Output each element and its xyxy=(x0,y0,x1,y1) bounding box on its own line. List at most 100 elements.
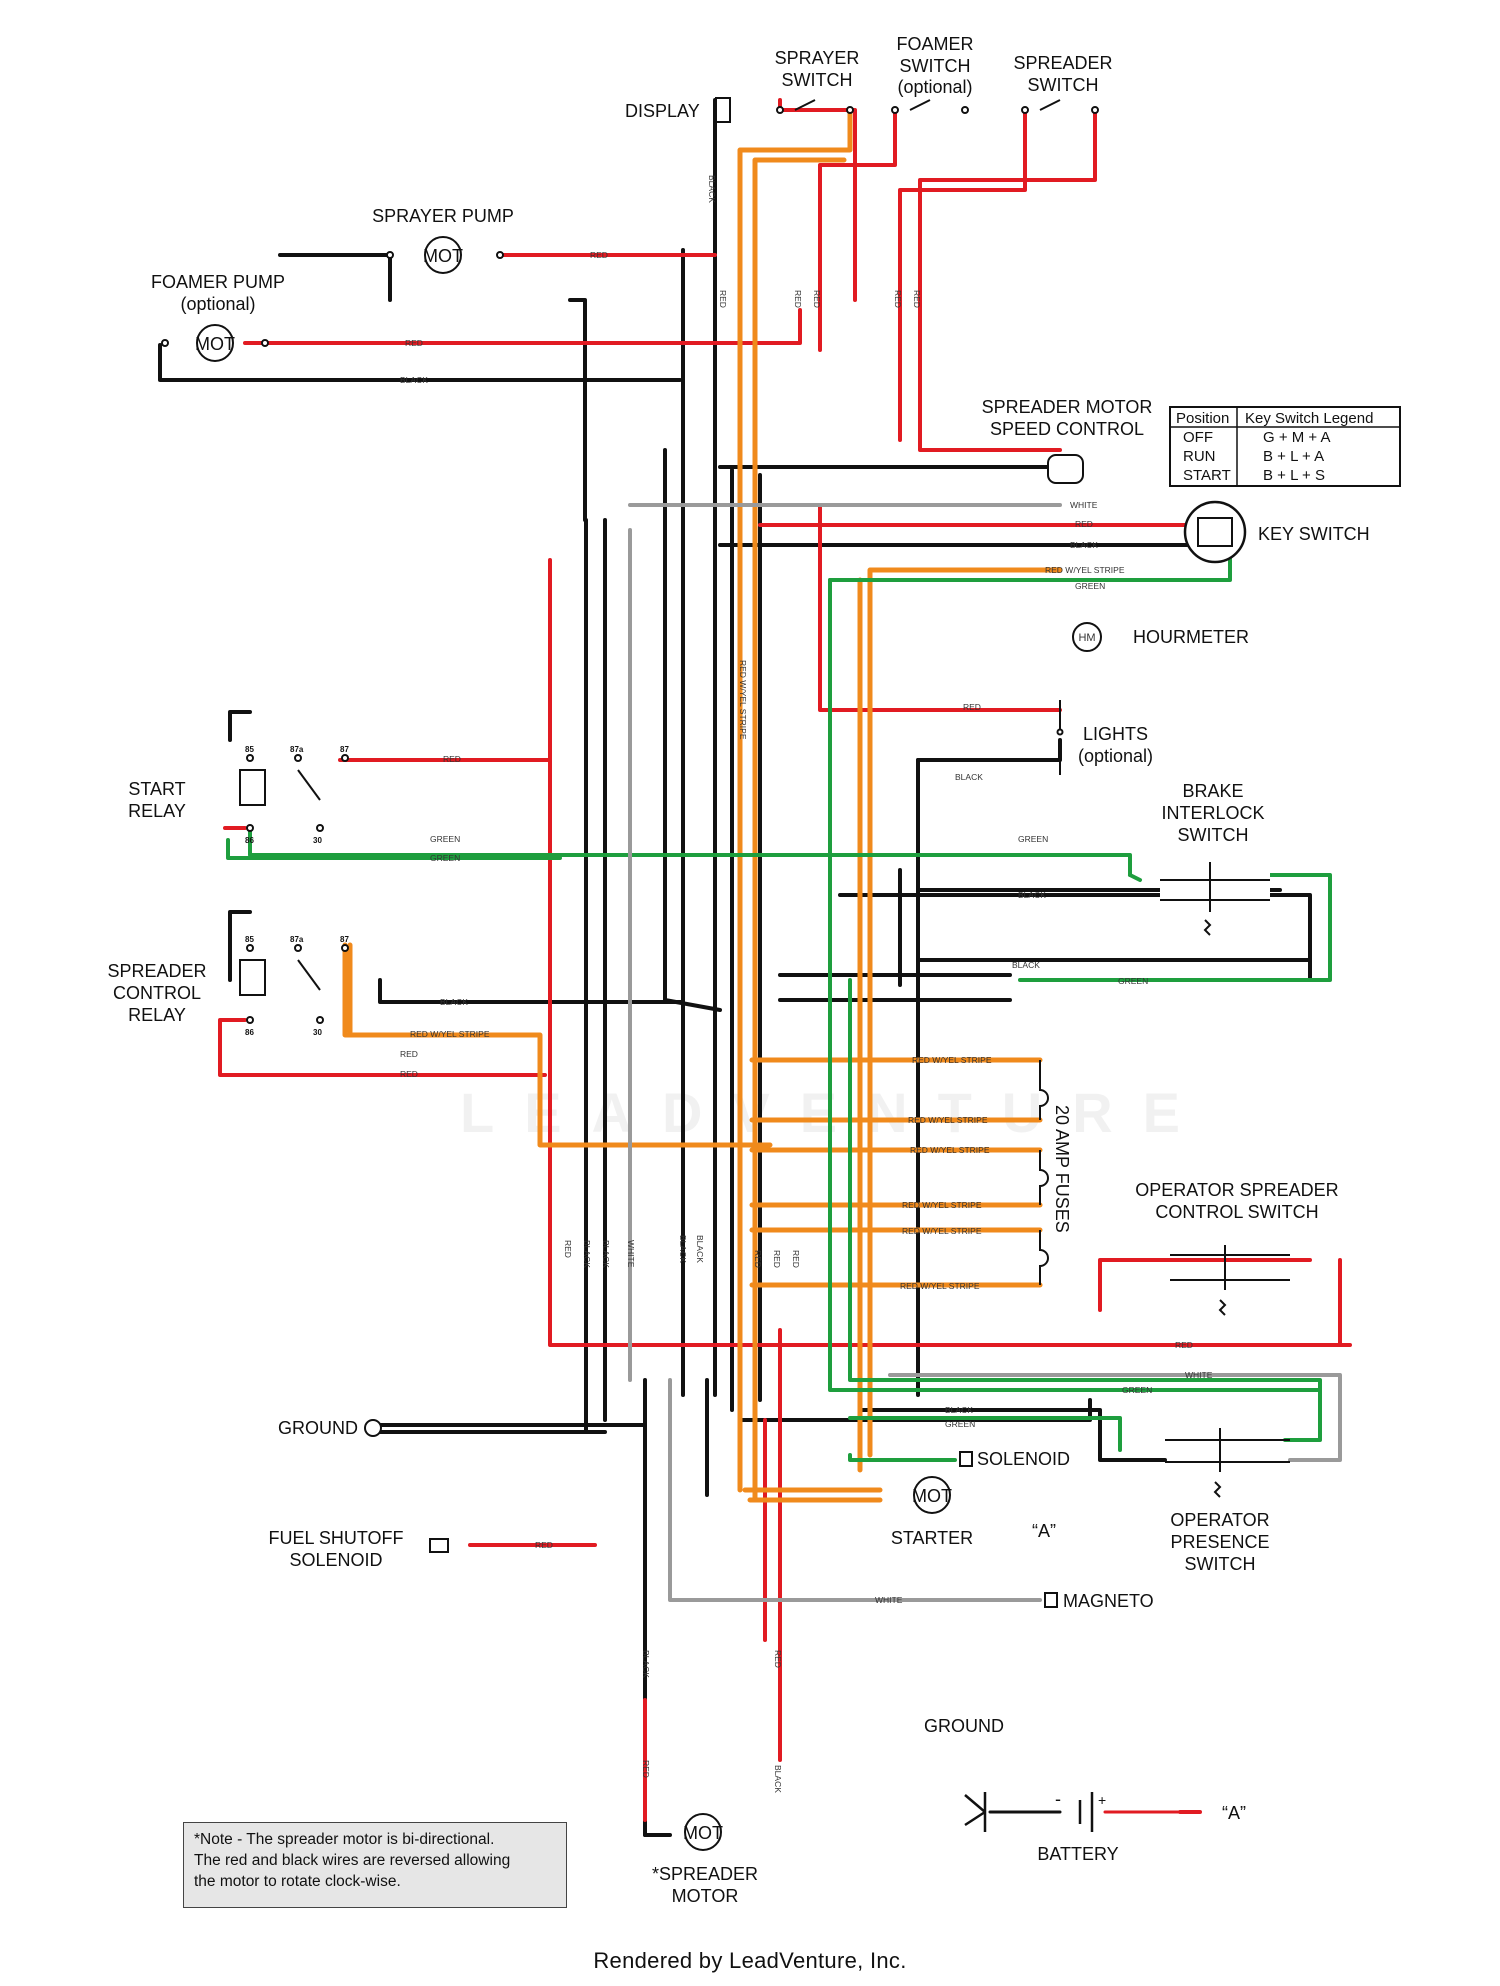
sprayer-switch-label-1: SPRAYER xyxy=(775,48,860,68)
spreader-relay-pin: 86 xyxy=(245,1028,254,1037)
fuel-shutoff-connector xyxy=(429,1538,449,1553)
speed-control-label-2: SPEED CONTROL xyxy=(990,419,1144,439)
white-wires xyxy=(628,503,1342,1602)
svg-text:RED: RED xyxy=(563,1240,573,1258)
legend-row-position: START xyxy=(1183,467,1231,484)
start-relay-pin: 87 xyxy=(340,745,349,754)
hourmeter-symbol: HM xyxy=(1072,622,1102,652)
spreader-relay-label-3: RELAY xyxy=(128,1005,186,1025)
display-label: DISPLAY xyxy=(625,101,700,121)
watermark: LEADVENTURE xyxy=(460,1081,1211,1144)
spreader-relay-label-2: CONTROL xyxy=(113,983,201,1003)
svg-text:MOT: MOT xyxy=(912,1486,952,1506)
start-relay-pin: 30 xyxy=(313,836,322,845)
start-relay-label-1: START xyxy=(128,779,185,799)
fuel-shutoff-label-2: SOLENOID xyxy=(289,1550,382,1570)
red-wires xyxy=(218,98,1352,1822)
spreader-switch xyxy=(1021,99,1099,114)
magneto-connector xyxy=(1044,1592,1058,1608)
lights-switch xyxy=(1056,700,1064,775)
svg-text:GREEN: GREEN xyxy=(430,834,460,844)
ground-terminal xyxy=(364,1419,382,1437)
battery-a-ref: “A” xyxy=(1222,1803,1246,1823)
svg-text:RED: RED xyxy=(400,1069,418,1079)
svg-text:GREEN: GREEN xyxy=(1122,1385,1152,1395)
svg-text:RED W/YEL STRIPE: RED W/YEL STRIPE xyxy=(908,1115,988,1125)
svg-text:MOT: MOT xyxy=(195,334,235,354)
svg-text:RED W/YEL STRIPE: RED W/YEL STRIPE xyxy=(902,1200,982,1210)
svg-text:RED W/YEL STRIPE: RED W/YEL STRIPE xyxy=(902,1226,982,1236)
svg-text:BLACK: BLACK xyxy=(1070,540,1098,550)
svg-text:BLACK: BLACK xyxy=(400,375,428,385)
svg-text:BLACK: BLACK xyxy=(695,1235,705,1263)
solenoid-label: SOLENOID xyxy=(977,1449,1070,1469)
svg-text:BLACK: BLACK xyxy=(955,772,983,782)
svg-text:BLACK: BLACK xyxy=(707,175,717,203)
svg-text:RED: RED xyxy=(405,338,423,348)
svg-text:GREEN: GREEN xyxy=(1018,834,1048,844)
svg-text:BLACK: BLACK xyxy=(641,1650,651,1678)
foamer-switch xyxy=(891,99,969,114)
start-relay-pin: 85 xyxy=(245,745,254,754)
key-switch-symbol xyxy=(1183,500,1247,564)
svg-text:WHITE: WHITE xyxy=(1070,500,1098,510)
start-relay-symbol xyxy=(239,754,349,832)
svg-text:RED: RED xyxy=(812,290,822,308)
legend-header-position: Position xyxy=(1176,410,1229,427)
operator-spreader-label-1: OPERATOR SPREADER xyxy=(1135,1180,1338,1200)
svg-text:BLACK: BLACK xyxy=(678,1235,688,1263)
spreader-motor-note: *Note - The spreader motor is bi-directi… xyxy=(183,1822,567,1908)
hourmeter-label: HOURMETER xyxy=(1133,627,1249,647)
svg-text:RED: RED xyxy=(791,1250,801,1268)
spreader-switch-label-1: SPREADER xyxy=(1013,53,1112,73)
display-connector xyxy=(715,97,731,123)
svg-text:HM: HM xyxy=(1078,632,1095,644)
svg-text:RED: RED xyxy=(773,1650,783,1668)
key-switch-label: KEY SWITCH xyxy=(1258,524,1370,544)
fuel-shutoff-label-1: FUEL SHUTOFF xyxy=(268,1528,403,1548)
foamer-pump-motor: MOT xyxy=(161,324,269,362)
key-switch-legend-table: Position Key Switch Legend OFF G + M + A… xyxy=(1169,406,1401,487)
legend-header-legend: Key Switch Legend xyxy=(1245,410,1373,427)
starter-label: STARTER xyxy=(891,1528,973,1548)
ground-label: GROUND xyxy=(278,1418,358,1438)
legend-row-value: B + L + S xyxy=(1263,467,1325,484)
svg-text:RED: RED xyxy=(1175,1340,1193,1350)
start-relay-label-2: RELAY xyxy=(128,801,186,821)
svg-text:BLACK: BLACK xyxy=(1012,960,1040,970)
spreader-control-relay-symbol xyxy=(239,944,349,1024)
svg-text:RED: RED xyxy=(641,1760,651,1778)
operator-presence-label-1: OPERATOR xyxy=(1170,1510,1269,1530)
starter-a-ref: “A” xyxy=(1032,1521,1056,1541)
brake-interlock-label-2: INTERLOCK xyxy=(1161,803,1264,823)
sprayer-switch-label-2: SWITCH xyxy=(782,70,853,90)
spreader-motor-label-1: *SPREADER xyxy=(652,1864,758,1884)
svg-text:BLACK: BLACK xyxy=(601,1240,611,1268)
lights-label-1: LIGHTS xyxy=(1083,724,1148,744)
foamer-pump-label-2: (optional) xyxy=(180,294,255,314)
spreader-motor-label-2: MOTOR xyxy=(672,1886,739,1906)
sprayer-pump-motor: MOT xyxy=(386,236,504,274)
svg-text:GREEN: GREEN xyxy=(945,1419,975,1429)
spreader-relay-pin: 85 xyxy=(245,935,254,944)
operator-presence-switch-symbol xyxy=(1165,1428,1290,1498)
battery-label: BATTERY xyxy=(1037,1844,1118,1864)
svg-text:GREEN: GREEN xyxy=(1075,581,1105,591)
battery-symbol xyxy=(964,1792,1094,1832)
fuses-label: 20 AMP FUSES xyxy=(1052,1105,1072,1233)
operator-spreader-label-2: CONTROL SWITCH xyxy=(1155,1202,1318,1222)
starter-motor: MOT xyxy=(912,1476,952,1514)
brake-interlock-label-1: BRAKE xyxy=(1182,781,1243,801)
svg-text:WHITE: WHITE xyxy=(1185,1370,1213,1380)
start-relay-pin: 87a xyxy=(290,745,304,754)
battery-minus: - xyxy=(1055,1789,1061,1809)
spreader-relay-label-1: SPREADER xyxy=(107,961,206,981)
brake-interlock-label-3: SWITCH xyxy=(1178,825,1249,845)
svg-text:RED W/YEL STRIPE: RED W/YEL STRIPE xyxy=(410,1029,490,1039)
svg-text:BLACK: BLACK xyxy=(440,997,468,1007)
svg-text:RED: RED xyxy=(443,754,461,764)
credit-line: Rendered by LeadVenture, Inc. xyxy=(593,1948,907,1973)
foamer-switch-label-1: FOAMER xyxy=(896,34,973,54)
speed-control-connector xyxy=(1047,454,1084,484)
